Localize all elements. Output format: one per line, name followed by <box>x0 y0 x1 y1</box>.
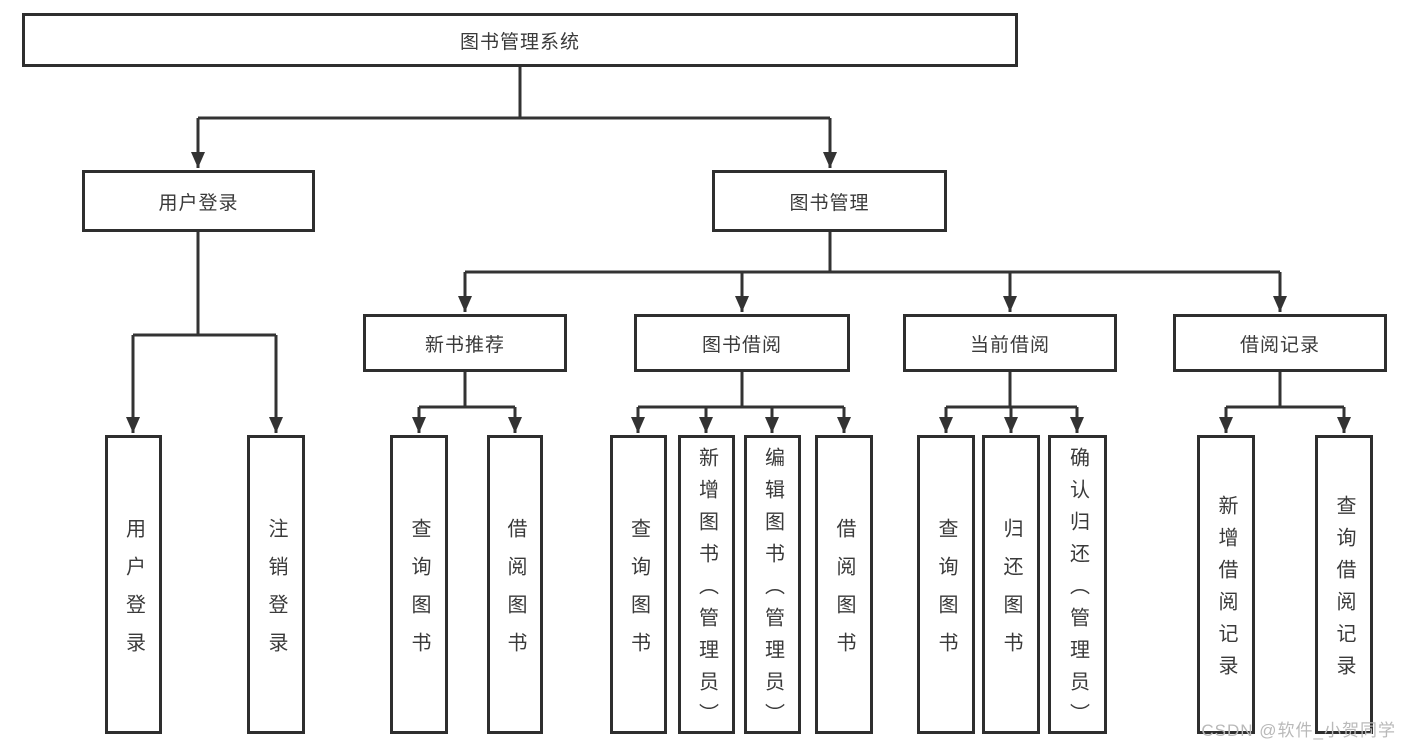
connector-borrow-record-children <box>1219 372 1351 433</box>
leaf-query-borrow-record: 查询借阅记录 <box>1315 435 1373 734</box>
leaf-add-book-admin: 新增图书（管理员） <box>678 435 735 735</box>
node-new-book-recommend: 新书推荐 <box>363 314 567 372</box>
node-label: 归还图书 <box>1000 517 1022 670</box>
node-label: 用户登录 <box>122 517 145 670</box>
node-book-management: 图书管理 <box>712 170 947 232</box>
leaf-query-book-current: 查询图书 <box>917 435 975 734</box>
connector-new-book-recommend-children <box>412 372 522 433</box>
connector-current-borrow-children <box>939 372 1084 433</box>
connector-user-login-children <box>126 232 283 433</box>
node-label: 借阅图书 <box>504 517 526 670</box>
node-label: 图书管理 <box>789 192 870 214</box>
leaf-query-book-borrow: 查询图书 <box>610 435 667 734</box>
node-label: 新增借阅记录 <box>1215 494 1237 687</box>
node-label: 当前借阅 <box>969 334 1050 356</box>
node-label: 查询借阅记录 <box>1333 494 1355 687</box>
leaf-borrow-book-recommend: 借阅图书 <box>487 435 543 734</box>
csdn-watermark: CSDN @软件_小贺同学 <box>1201 721 1396 740</box>
node-label: 借阅图书 <box>833 517 855 670</box>
connector-book-borrow-children <box>631 372 851 433</box>
connector-root-to-level2 <box>191 67 837 168</box>
node-label: 新书推荐 <box>424 334 505 356</box>
leaf-edit-book-admin: 编辑图书（管理员） <box>744 435 801 735</box>
node-label: 注销登录 <box>265 517 287 670</box>
node-label: 编辑图书（管理员） <box>761 446 784 735</box>
node-user-login: 用户登录 <box>82 170 315 232</box>
leaf-user-login: 用户登录 <box>105 435 162 734</box>
node-label: 借阅记录 <box>1239 334 1320 356</box>
node-book-borrow: 图书借阅 <box>634 314 850 372</box>
node-label: 用户登录 <box>158 192 239 214</box>
node-label: 查询图书 <box>408 517 430 670</box>
leaf-logout: 注销登录 <box>247 435 305 734</box>
node-root-system: 图书管理系统 <box>22 13 1018 67</box>
node-label: 图书管理系统 <box>459 31 580 53</box>
leaf-return-book: 归还图书 <box>982 435 1040 734</box>
node-label: 确认归还（管理员） <box>1066 446 1089 735</box>
connector-book-management-to-level3 <box>458 232 1287 312</box>
node-label: 查询图书 <box>935 517 957 670</box>
node-borrow-record: 借阅记录 <box>1173 314 1387 372</box>
node-label: 新增图书（管理员） <box>695 446 718 735</box>
leaf-add-borrow-record: 新增借阅记录 <box>1197 435 1255 734</box>
leaf-query-book-recommend: 查询图书 <box>390 435 448 734</box>
leaf-borrow-book: 借阅图书 <box>815 435 873 734</box>
node-current-borrow: 当前借阅 <box>903 314 1117 372</box>
node-label: 图书借阅 <box>701 334 782 356</box>
node-label: 查询图书 <box>627 517 650 670</box>
leaf-confirm-return-admin: 确认归还（管理员） <box>1048 435 1107 735</box>
